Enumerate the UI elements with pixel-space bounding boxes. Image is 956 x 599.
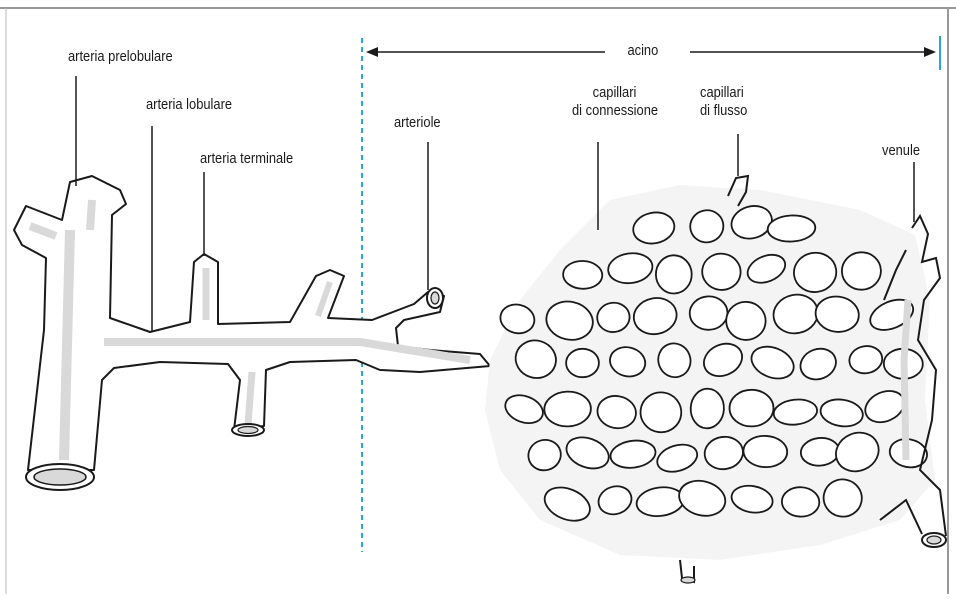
label-acino: acino	[624, 42, 662, 60]
sinusoid-cell	[563, 260, 603, 289]
label-capillari-flusso-line1: capillari	[700, 84, 747, 102]
sinusoid-cell	[655, 255, 692, 294]
label-capillari-flusso-line2: di flusso	[700, 102, 747, 120]
label-capillari-connessione-line1: capillari	[572, 84, 649, 102]
sinusoid-cell	[690, 388, 725, 429]
sinusoid-cell	[544, 391, 592, 427]
sinusoid-cell	[841, 251, 882, 290]
sinusoid-cell	[729, 390, 773, 427]
sinusoid-cell	[689, 295, 728, 330]
label-arteria-terminale: arteria terminale	[200, 150, 293, 168]
label-capillari-connessione: capillari di connessione	[572, 84, 649, 120]
label-arteria-lobulare: arteria lobulare	[146, 96, 232, 114]
label-arteriole: arteriole	[394, 114, 441, 132]
sinusoid-cell	[781, 486, 820, 517]
label-arteria-prelobulare: arteria prelobulare	[68, 48, 173, 66]
label-capillari-connessione-line2: di connessione	[572, 102, 649, 120]
capillary-network	[485, 185, 935, 560]
label-capillari-flusso: capillari di flusso	[700, 84, 747, 120]
label-venule: venule	[882, 142, 920, 160]
sinusoid-cell	[566, 349, 599, 378]
bottom-outflow-stem	[680, 560, 695, 583]
